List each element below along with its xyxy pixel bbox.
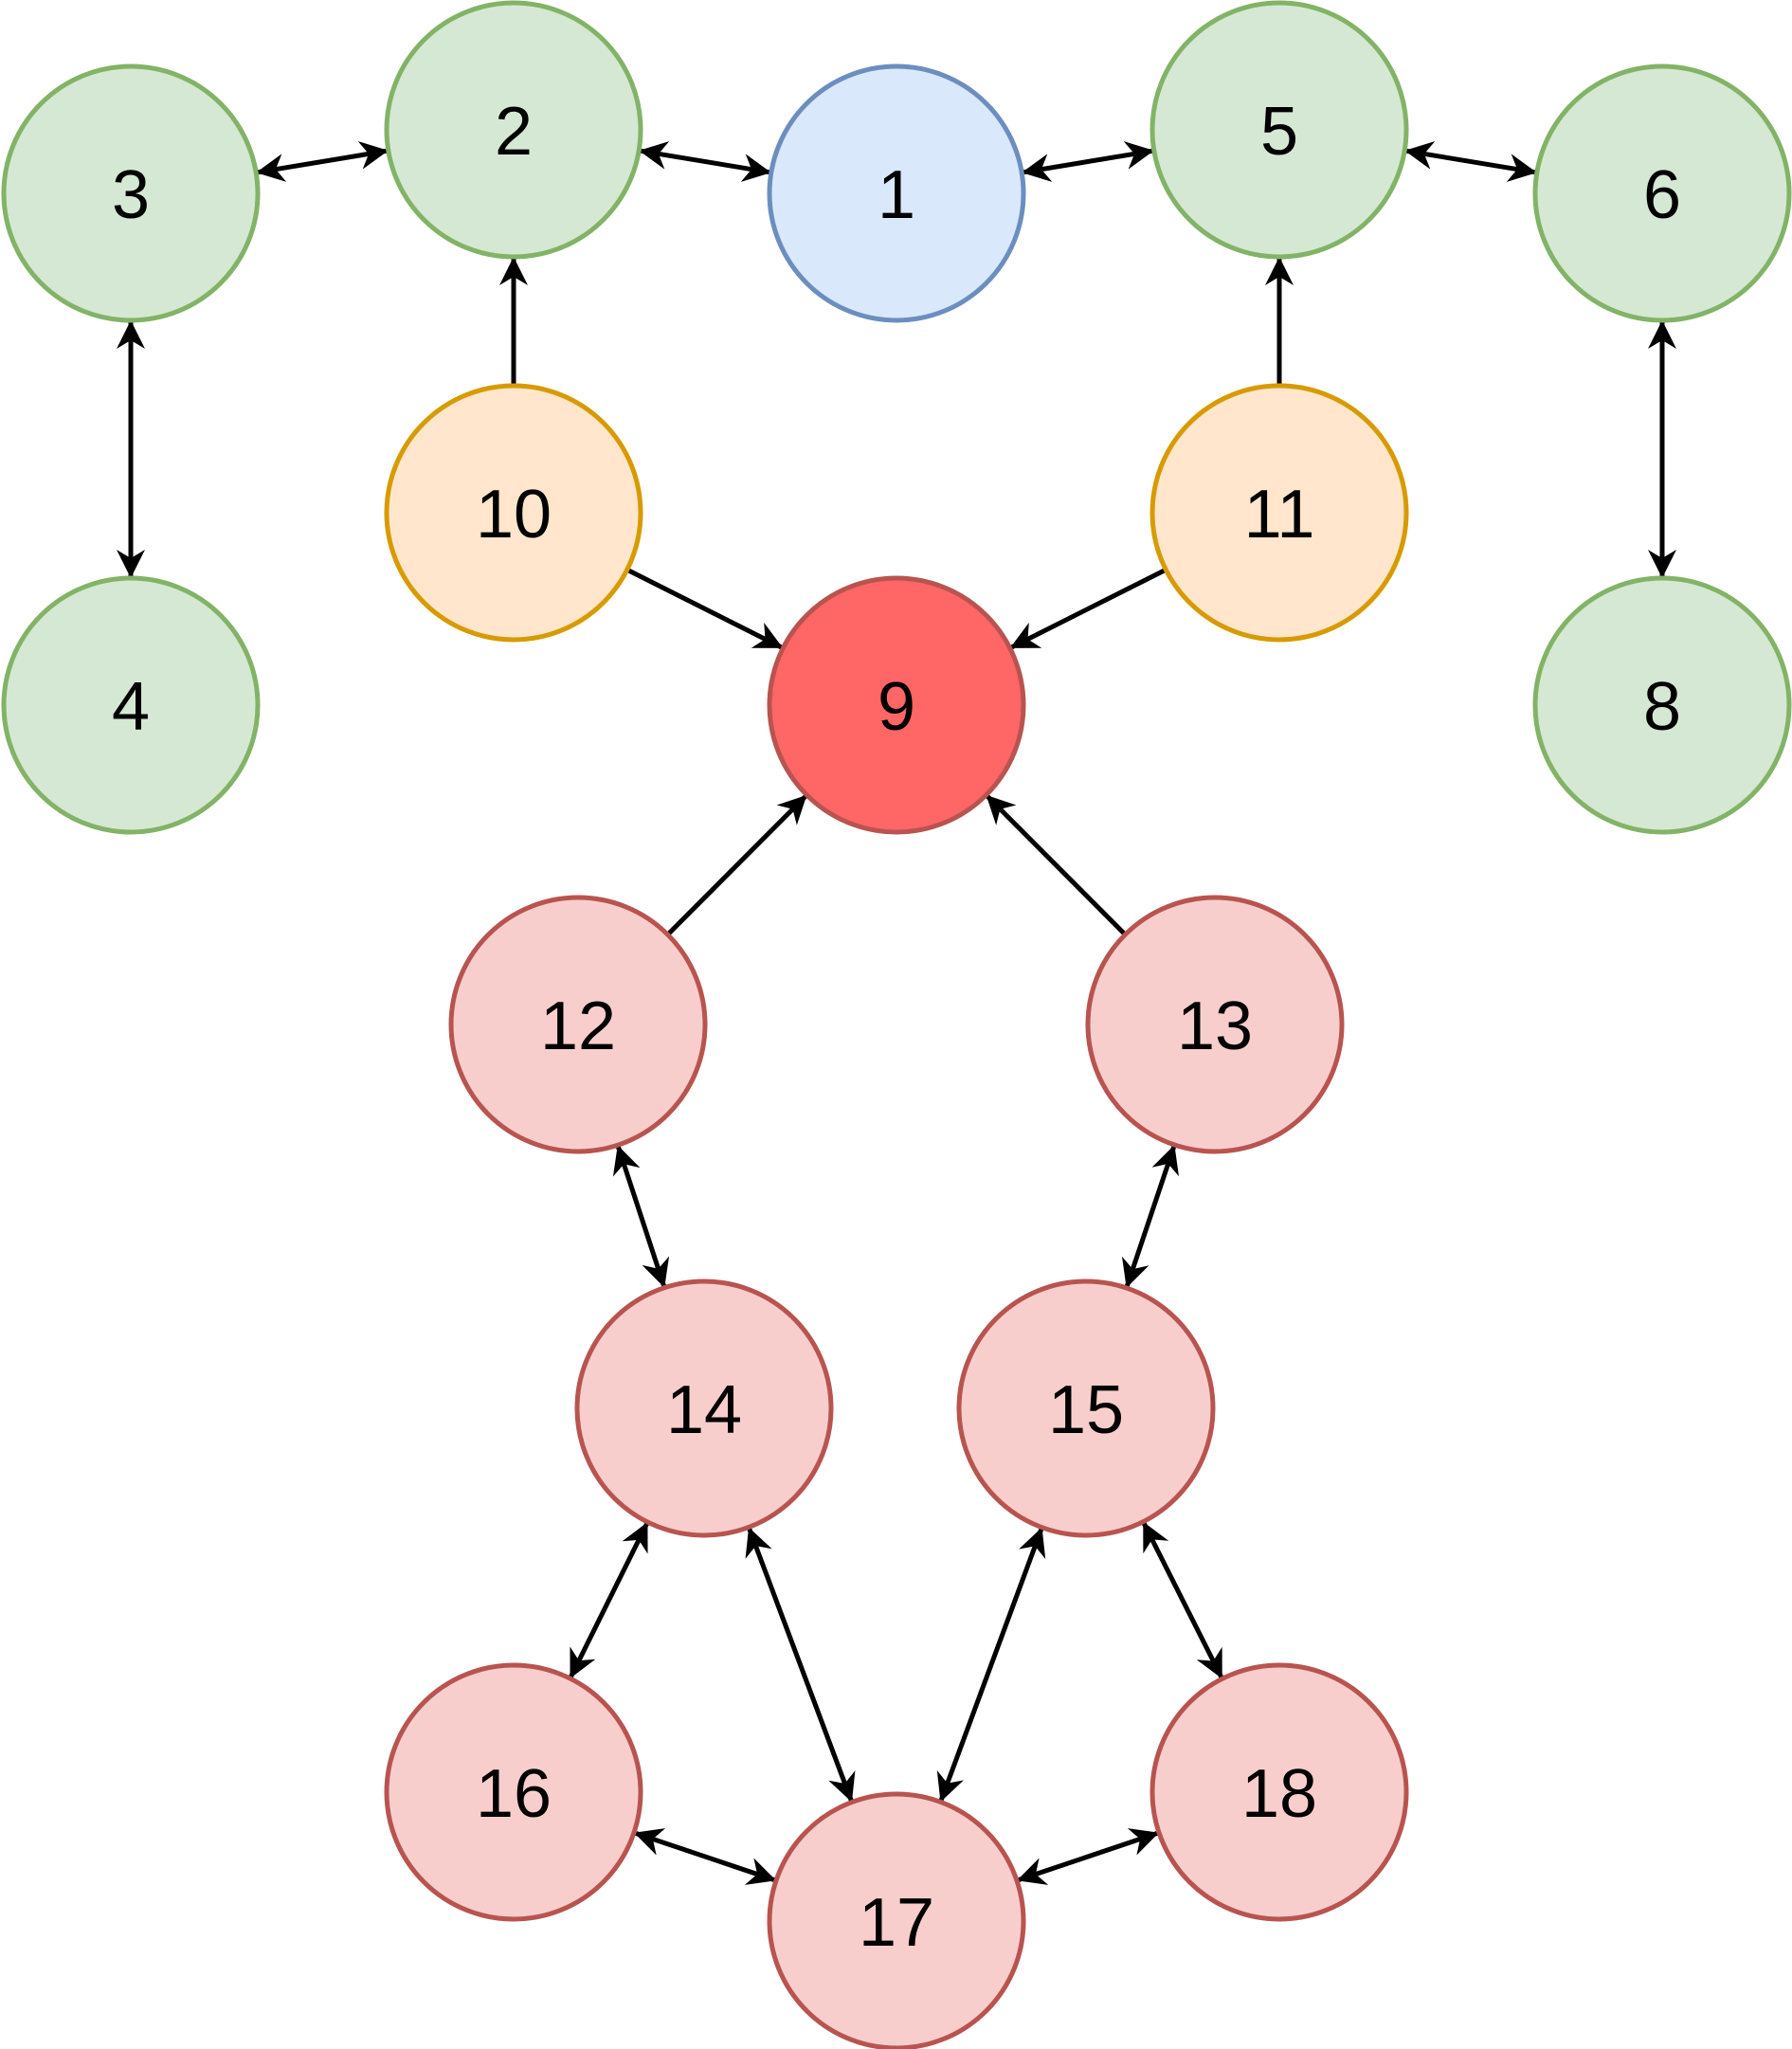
- node-circle: [1149, 383, 1409, 643]
- edge-13-15: [1121, 1144, 1180, 1289]
- node-circle: [1149, 0, 1409, 260]
- node-circle: [384, 0, 643, 260]
- edge-14-16: [568, 1520, 650, 1680]
- node-circle: [384, 1662, 643, 1922]
- node-circle: [767, 575, 1026, 835]
- edge-12-14: [612, 1144, 670, 1289]
- node-12: 12: [448, 895, 708, 1154]
- node-label: 2: [495, 94, 533, 170]
- node-label: 9: [878, 669, 915, 745]
- node-label: 14: [666, 1372, 742, 1448]
- node-circle: [1532, 575, 1792, 835]
- node-label: 10: [476, 477, 552, 553]
- node-circle: [1, 575, 261, 835]
- node-9: 9: [767, 575, 1026, 835]
- node-6: 6: [1532, 63, 1792, 323]
- node-label: 4: [112, 669, 150, 745]
- edge-1-5: [1021, 141, 1155, 182]
- node-4: 4: [1, 575, 261, 835]
- node-11: 11: [1149, 383, 1409, 643]
- edge-2-3: [255, 141, 389, 182]
- edge-15-18: [1141, 1520, 1224, 1680]
- node-17: 17: [767, 1791, 1026, 2049]
- node-14: 14: [574, 1278, 834, 1538]
- edge-5-6: [1403, 141, 1538, 182]
- edges: [117, 141, 1676, 1885]
- node-label: 6: [1643, 157, 1681, 233]
- node-circle: [767, 1791, 1026, 2049]
- node-circle: [1149, 1662, 1409, 1922]
- edge-12-9: [665, 793, 809, 936]
- node-18: 18: [1149, 1662, 1409, 1922]
- edge-15-17: [936, 1526, 1046, 1804]
- node-10: 10: [384, 383, 643, 643]
- node-label: 3: [112, 157, 150, 233]
- node-label: 17: [859, 1885, 934, 1961]
- edge-18-17: [1016, 1828, 1160, 1885]
- node-circle: [384, 383, 643, 643]
- node-circle: [956, 1278, 1216, 1538]
- node-13: 13: [1085, 895, 1345, 1154]
- node-2: 2: [384, 0, 643, 260]
- node-circle: [1085, 895, 1345, 1154]
- node-label: 11: [1244, 477, 1315, 553]
- edge-2-1: [638, 141, 772, 182]
- node-label: 1: [878, 157, 915, 233]
- node-3: 3: [1, 63, 261, 323]
- node-label: 5: [1260, 94, 1298, 170]
- node-circle: [574, 1278, 834, 1538]
- node-label: 18: [1241, 1756, 1317, 1832]
- node-5: 5: [1149, 0, 1409, 260]
- edge-10-9: [625, 567, 785, 651]
- node-label: 16: [476, 1756, 552, 1832]
- node-circle: [767, 63, 1026, 323]
- node-circle: [1532, 63, 1792, 323]
- edge-16-17: [633, 1828, 777, 1885]
- node-16: 16: [384, 1662, 643, 1922]
- edge-13-9: [984, 793, 1128, 936]
- edge-14-17: [745, 1526, 856, 1804]
- node-label: 12: [540, 988, 616, 1064]
- node-label: 13: [1177, 988, 1253, 1064]
- node-circle: [1, 63, 261, 323]
- node-15: 15: [956, 1278, 1216, 1538]
- edge-11-9: [1008, 567, 1168, 651]
- node-circle: [448, 895, 708, 1154]
- node-8: 8: [1532, 575, 1792, 835]
- node-label: 8: [1643, 669, 1681, 745]
- node-label: 15: [1048, 1372, 1124, 1448]
- node-1: 1: [767, 63, 1026, 323]
